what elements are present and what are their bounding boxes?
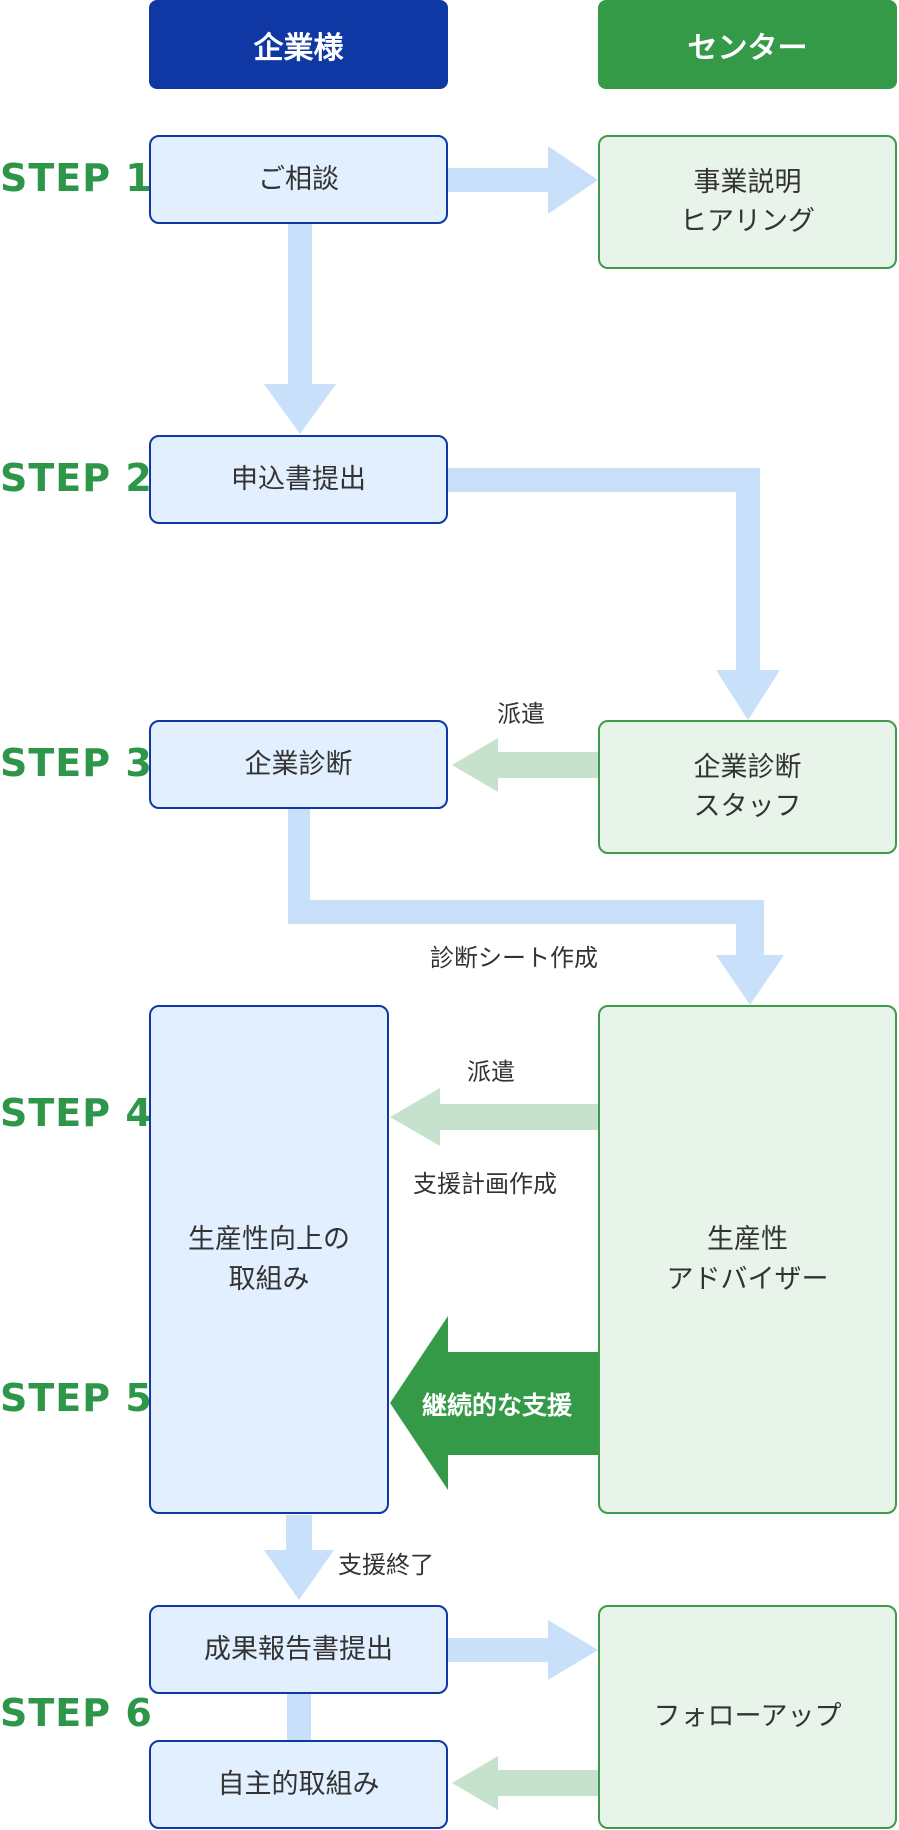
box-explanation: 事業説明 ヒアリング (598, 135, 897, 269)
label-sheet: 診断シート作成 (430, 944, 598, 972)
box-voluntary-text: 自主的取組み (217, 1768, 380, 1800)
box-advisor-text: 生産性 アドバイザー (666, 1224, 829, 1295)
arrow-consult-to-explanation (448, 146, 598, 214)
box-consult-text: ご相談 (258, 163, 339, 195)
client-column-header: 企業様 (149, 0, 448, 89)
box-consult: ご相談 (149, 135, 448, 224)
label-continuous: 継続的な支援 (422, 1391, 573, 1420)
box-explanation-text: 事業説明 ヒアリング (680, 166, 815, 237)
step-6-label: STEP 6 (0, 1691, 153, 1735)
label-support-end: 支援終了 (338, 1551, 434, 1579)
box-followup: フォローアップ (598, 1605, 897, 1829)
box-productivity: 生産性向上の 取組み (149, 1005, 389, 1514)
step-1-label: STEP 1 (0, 156, 153, 200)
client-header-label: 企業様 (253, 30, 344, 66)
label-dispatch-2: 派遣 (467, 1058, 515, 1086)
arrow-report-to-followup (448, 1620, 598, 1680)
connector-report-voluntary (287, 1692, 311, 1742)
box-diagnosis-staff-text: 企業診断 スタッフ (693, 751, 802, 822)
box-voluntary: 自主的取組み (149, 1740, 448, 1829)
label-plan: 支援計画作成 (413, 1170, 557, 1198)
step-2-label: STEP 2 (0, 456, 153, 500)
arrow-continuous-support (390, 1316, 598, 1490)
label-dispatch-1: 派遣 (497, 700, 545, 728)
center-header-label: センター (687, 30, 808, 66)
box-application-text: 申込書提出 (231, 463, 366, 495)
arrow-consult-to-application (264, 224, 336, 434)
box-diagnosis-text: 企業診断 (244, 748, 353, 780)
box-followup-text: フォローアップ (653, 1701, 842, 1733)
box-application: 申込書提出 (149, 435, 448, 524)
step-3-label: STEP 3 (0, 741, 153, 785)
step-5-label: STEP 5 (0, 1376, 153, 1420)
arrow-advisor-dispatch (390, 1088, 598, 1146)
center-column-header: センター (598, 0, 897, 89)
box-diagnosis: 企業診断 (149, 720, 448, 809)
arrow-diagnosis-to-advisor (288, 808, 784, 1005)
box-advisor: 生産性 アドバイザー (598, 1005, 897, 1514)
box-report: 成果報告書提出 (149, 1605, 448, 1694)
box-diagnosis-staff: 企業診断 スタッフ (598, 720, 897, 854)
arrow-support-end (264, 1515, 334, 1600)
step-4-label: STEP 4 (0, 1091, 153, 1135)
box-report-text: 成果報告書提出 (204, 1633, 393, 1665)
arrow-staff-to-diagnosis (452, 738, 598, 792)
box-productivity-text: 生産性向上の 取組み (188, 1224, 350, 1295)
arrow-followup-to-voluntary (452, 1756, 598, 1810)
arrow-application-to-staff (448, 468, 780, 720)
